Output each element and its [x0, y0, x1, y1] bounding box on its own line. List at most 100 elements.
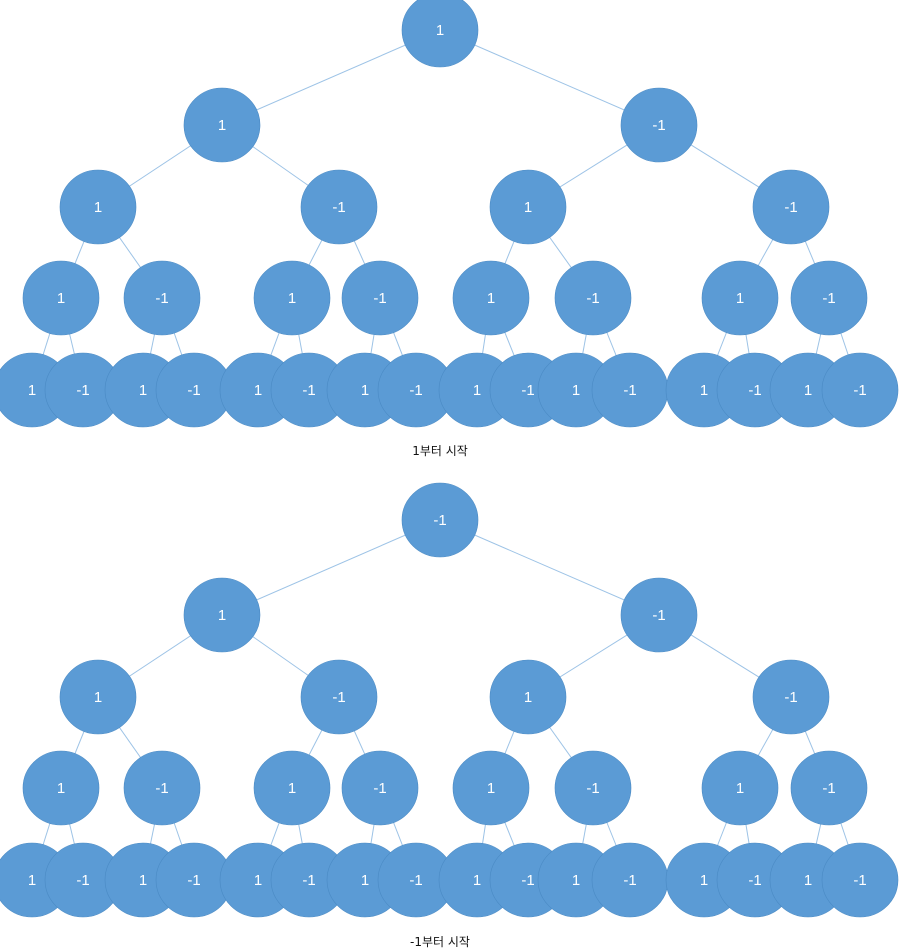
caption-start-minus-1: -1부터 시작 — [410, 935, 470, 949]
tree-node-circle — [401, 0, 479, 68]
tree-node: -1 — [341, 750, 419, 826]
tree-node-circle — [452, 260, 530, 336]
tree-nodes: 1 1 -1 1 -1 1 -1 1 -1 1 -1 1 -1 1 -1 1 -1 1 -1 1 -1 1 -1 1 -1 1 -1… — [0, 0, 899, 918]
tree-node-circle — [401, 482, 479, 558]
tree-node-label: -1 — [784, 199, 797, 216]
tree-node: 1 — [22, 750, 100, 826]
tree-node-circle — [22, 750, 100, 826]
tree-node-circle — [341, 750, 419, 826]
tree-node-label: 1 — [572, 382, 580, 399]
tree-node-label: 1 — [288, 290, 296, 307]
tree-node: -1 — [341, 260, 419, 336]
tree-node: 1 — [452, 750, 530, 826]
tree-node: 1 — [22, 260, 100, 336]
tree-node: -1 — [790, 260, 868, 336]
tree-node-label: -1 — [652, 607, 665, 624]
tree-node: 1 — [489, 169, 567, 245]
tree-node: -1 — [155, 842, 233, 918]
tree-node-circle — [300, 659, 378, 735]
tree-node-label: -1 — [76, 872, 89, 889]
tree-node: -1 — [300, 169, 378, 245]
tree-node-circle — [790, 750, 868, 826]
tree-node-label: 1 — [361, 382, 369, 399]
tree-node-label: -1 — [822, 290, 835, 307]
tree-node-circle — [554, 260, 632, 336]
tree-node-circle — [183, 87, 261, 163]
tree-node-label: 1 — [524, 199, 532, 216]
tree-node: -1 — [270, 352, 348, 428]
tree-node-label: -1 — [623, 872, 636, 889]
tree-node-label: -1 — [302, 382, 315, 399]
tree-node-circle — [183, 577, 261, 653]
tree-edge — [221, 519, 441, 616]
tree-node-label: 1 — [736, 780, 744, 797]
tree-node-label: -1 — [187, 382, 200, 399]
tree-node: -1 — [620, 577, 698, 653]
tree-node-label: -1 — [332, 199, 345, 216]
tree-node-label: 1 — [254, 382, 262, 399]
tree-node-label: -1 — [373, 290, 386, 307]
tree-node: -1 — [300, 659, 378, 735]
tree-node-label: -1 — [409, 382, 422, 399]
tree-node: -1 — [123, 750, 201, 826]
tree-node-label: 1 — [218, 607, 226, 624]
tree-node-circle — [620, 87, 698, 163]
tree-node: 1 — [452, 260, 530, 336]
tree-node: 1 — [701, 260, 779, 336]
tree-node-label: 1 — [487, 290, 495, 307]
tree-node-circle — [300, 169, 378, 245]
tree-node-label: -1 — [409, 872, 422, 889]
tree-node-label: 1 — [700, 382, 708, 399]
tree-node: 1 — [253, 750, 331, 826]
tree-node-label: 1 — [254, 872, 262, 889]
tree-node-circle — [253, 750, 331, 826]
tree-node-label: 1 — [94, 199, 102, 216]
tree-node-label: -1 — [373, 780, 386, 797]
tree-node-label: -1 — [586, 780, 599, 797]
tree-node: -1 — [554, 260, 632, 336]
tree-node-circle — [821, 352, 899, 428]
tree-node-circle — [341, 260, 419, 336]
tree-node: 1 — [183, 87, 261, 163]
tree-node-label: -1 — [155, 780, 168, 797]
tree-node-circle — [489, 659, 567, 735]
tree-node: -1 — [821, 352, 899, 428]
tree-node-circle — [752, 659, 830, 735]
tree-node-circle — [752, 169, 830, 245]
tree-node-label: -1 — [521, 872, 534, 889]
tree-edge — [439, 519, 660, 616]
tree-node-circle — [22, 260, 100, 336]
tree-node-label: -1 — [623, 382, 636, 399]
tree-node: -1 — [44, 352, 122, 428]
tree-node-label: 1 — [139, 872, 147, 889]
tree-node-label: -1 — [652, 117, 665, 134]
tree-node-circle — [452, 750, 530, 826]
tree-node-circle — [123, 260, 201, 336]
tree-node-label: 1 — [436, 22, 444, 39]
tree-node-label: 1 — [28, 382, 36, 399]
tree-node-circle — [59, 659, 137, 735]
tree-node: -1 — [716, 842, 794, 918]
tree-node-label: 1 — [804, 872, 812, 889]
tree-node-label: -1 — [433, 512, 446, 529]
tree-node-circle — [620, 577, 698, 653]
tree-node: -1 — [123, 260, 201, 336]
tree-node-label: -1 — [332, 689, 345, 706]
tree-node-circle — [59, 169, 137, 245]
tree-node: -1 — [752, 169, 830, 245]
tree-node-label: -1 — [521, 382, 534, 399]
tree-node-label: -1 — [748, 382, 761, 399]
tree-edge — [221, 29, 441, 126]
tree-node: 1 — [59, 659, 137, 735]
tree-node-label: -1 — [155, 290, 168, 307]
caption-start-1: 1부터 시작 — [412, 444, 468, 458]
tree-node-circle — [701, 750, 779, 826]
tree-node-circle — [790, 260, 868, 336]
tree-node-label: 1 — [218, 117, 226, 134]
tree-node-label: 1 — [94, 689, 102, 706]
tree-node: -1 — [790, 750, 868, 826]
tree-node-label: 1 — [700, 872, 708, 889]
tree-node: 1 — [59, 169, 137, 245]
tree-node-label: 1 — [572, 872, 580, 889]
tree-node-label: 1 — [473, 382, 481, 399]
